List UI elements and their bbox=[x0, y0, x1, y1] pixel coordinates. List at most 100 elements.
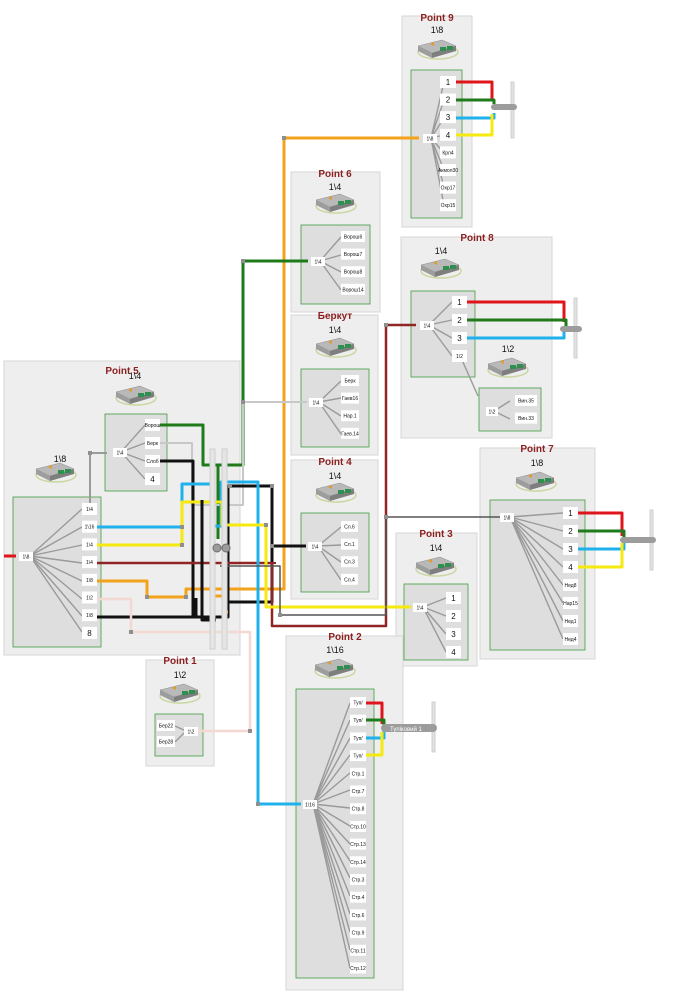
port-label: Крл4 bbox=[442, 150, 453, 156]
splitter-label-box bbox=[303, 800, 317, 809]
splitter-label: 1\8 bbox=[504, 516, 511, 522]
port-label: 4 bbox=[150, 475, 155, 484]
port-label-box bbox=[440, 199, 456, 212]
tube-connectors bbox=[209, 81, 656, 753]
port-label: Нар15 bbox=[563, 601, 578, 607]
port-label: Стр.4 bbox=[352, 895, 365, 901]
port-label: 1 bbox=[451, 594, 456, 603]
splitter-label-box bbox=[184, 727, 198, 736]
port-label-box bbox=[341, 375, 359, 386]
port-label-box bbox=[82, 573, 97, 586]
port-label-box bbox=[350, 838, 366, 850]
port-label: Вин.35 bbox=[518, 399, 534, 405]
port-label: 1 bbox=[568, 509, 573, 518]
point8-ratio: 1\4 bbox=[435, 246, 448, 256]
splitter-label: 1\4 bbox=[424, 324, 431, 330]
port-label: Стр.6 bbox=[352, 913, 365, 919]
port-label: 1\2 bbox=[86, 596, 93, 602]
port-label-box bbox=[341, 538, 358, 550]
port-label: 1\4 bbox=[86, 507, 93, 513]
port-label: Охр15 bbox=[441, 203, 456, 209]
port-label-box bbox=[82, 503, 97, 515]
port-label: Ворош7 bbox=[344, 252, 363, 258]
berkut-title: Беркут bbox=[318, 311, 353, 322]
splitter-label-box bbox=[19, 552, 33, 561]
point9-ratio: 1\8 bbox=[431, 25, 444, 35]
point2-ratio: 1\16 bbox=[326, 645, 344, 655]
port-label: Слоб bbox=[146, 459, 158, 465]
port-label: Вин.33 bbox=[518, 416, 534, 422]
splitter-label-box bbox=[486, 407, 498, 416]
port-label-box bbox=[563, 561, 578, 573]
port-label-box bbox=[82, 609, 97, 622]
splitter-label-box bbox=[309, 398, 323, 407]
splitter-label: 1\4 bbox=[315, 260, 322, 266]
point2-box: Point 2 1\16 bbox=[285, 632, 404, 991]
port-label-box bbox=[440, 181, 456, 194]
port-label: Берк bbox=[147, 441, 159, 447]
splitter-label: 1\16 bbox=[305, 803, 315, 809]
port-label-box bbox=[446, 592, 461, 604]
port-label: 4 bbox=[451, 648, 456, 657]
port-label-box bbox=[341, 556, 358, 568]
port-label-box bbox=[440, 164, 456, 176]
port-label-box bbox=[440, 93, 456, 106]
port-label-box bbox=[341, 410, 359, 422]
point3-box: Point 3 1\4 bbox=[395, 529, 478, 667]
splitter-label: 1\4 bbox=[117, 451, 124, 457]
port-label: Нед8 bbox=[565, 583, 577, 589]
port-label-box bbox=[350, 874, 366, 885]
port-label-box bbox=[440, 146, 456, 159]
splitter-label-box bbox=[500, 513, 514, 522]
port-label-box bbox=[341, 248, 365, 260]
port-label-box bbox=[563, 633, 578, 645]
point4-ratio: 1\4 bbox=[329, 471, 342, 481]
port-label-box bbox=[350, 856, 366, 868]
port-label-box bbox=[452, 314, 467, 326]
port-label-box bbox=[82, 538, 97, 551]
port-label: Туп/ bbox=[353, 701, 363, 707]
splitter-label-box bbox=[113, 448, 127, 457]
point6-title: Point 6 bbox=[318, 169, 352, 180]
port-label: 8 bbox=[87, 629, 92, 638]
port-label: 2 bbox=[457, 316, 462, 325]
port-label-box bbox=[350, 767, 366, 779]
port-label-box bbox=[145, 455, 160, 467]
port-label-box bbox=[350, 909, 366, 921]
point8-box: Point 8 1\4 1\2 bbox=[400, 233, 553, 439]
point1-ratio: 1\2 bbox=[174, 670, 187, 680]
splitter-label-box bbox=[413, 603, 427, 612]
point2-title: Point 2 bbox=[328, 632, 362, 643]
port-label-box bbox=[157, 720, 175, 731]
port-label-box bbox=[341, 573, 358, 585]
port-label-box bbox=[341, 392, 359, 404]
splitter-label: 1\4 bbox=[313, 401, 320, 407]
splitter-label: 1\8 bbox=[23, 555, 30, 561]
port-label: Ворош6 bbox=[344, 235, 363, 241]
port-label-box bbox=[350, 820, 366, 832]
port-label: Бер22 bbox=[159, 724, 174, 730]
port-label-box bbox=[82, 556, 97, 569]
fanout-lines bbox=[29, 81, 564, 969]
point7-ratio: 1\8 bbox=[531, 458, 544, 468]
port-label-box bbox=[440, 111, 456, 124]
point9-box: Point 9 1\8 bbox=[401, 13, 473, 228]
port-label: 1 bbox=[457, 298, 462, 307]
port-labels: 1\81\41\41\41\41\21\81\41\21\41\81\16123… bbox=[19, 76, 578, 974]
port-label: 4 bbox=[446, 131, 451, 140]
port-label-box bbox=[350, 927, 366, 939]
port-label-box bbox=[452, 332, 467, 344]
port-label-box bbox=[563, 543, 578, 555]
port-label: Стр.12 bbox=[350, 966, 366, 972]
port-label-box bbox=[515, 412, 537, 424]
port-label: 1\16 bbox=[85, 525, 95, 531]
splitter-label-box bbox=[420, 321, 434, 330]
port-label-box bbox=[350, 803, 366, 815]
point1-title: Point 1 bbox=[163, 656, 197, 667]
port-label: Стр.13 bbox=[350, 842, 366, 848]
port-label-box bbox=[157, 736, 175, 747]
port-label-box bbox=[350, 891, 366, 903]
point9-title: Point 9 bbox=[420, 13, 454, 24]
port-label-box bbox=[145, 437, 160, 449]
